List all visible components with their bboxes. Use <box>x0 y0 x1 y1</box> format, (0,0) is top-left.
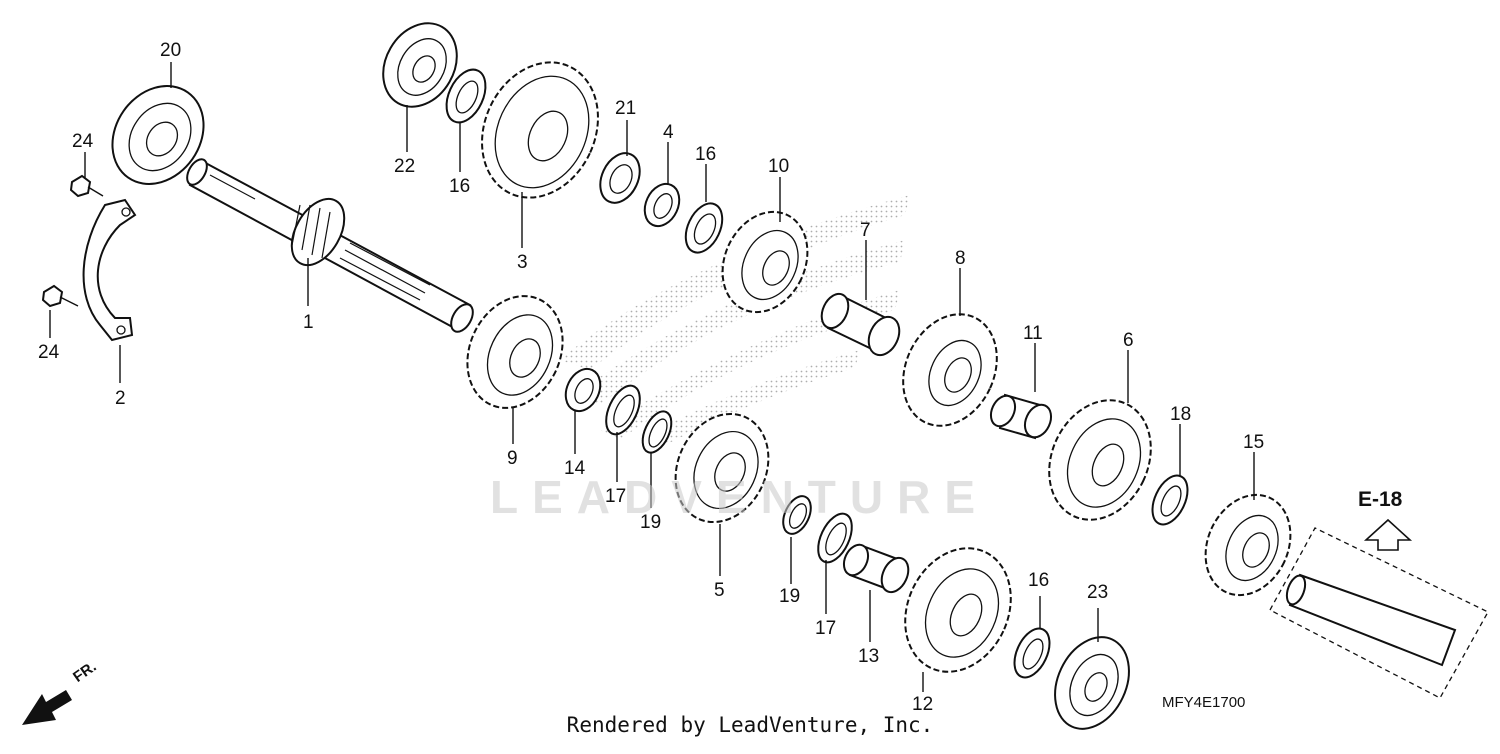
callout-13: 13 <box>858 646 879 667</box>
callout-18: 18 <box>1170 404 1191 425</box>
bearing-23 <box>1054 636 1130 730</box>
footer-credit: Rendered by LeadVenture, Inc. <box>566 713 934 737</box>
section-ref-arrow <box>1363 518 1413 551</box>
bearing-22 <box>382 22 458 108</box>
watermark-text: LEADVENTURE <box>490 471 990 523</box>
bushing-13 <box>842 543 910 594</box>
callout-17-left: 17 <box>605 486 626 507</box>
callout-9: 9 <box>507 448 518 469</box>
washer-18 <box>1151 474 1189 526</box>
gear-8 <box>902 313 998 427</box>
callout-16-top: 16 <box>449 176 470 197</box>
callout-12: 12 <box>912 694 933 715</box>
callout-24-upper: 24 <box>72 131 94 152</box>
bushing-14 <box>564 367 602 413</box>
callout-19-right: 19 <box>779 586 800 607</box>
callout-6: 6 <box>1123 330 1134 351</box>
callout-10: 10 <box>768 156 789 177</box>
gear-3 <box>481 61 599 199</box>
leader-lines <box>49 62 1255 692</box>
callout-1: 1 <box>303 312 314 333</box>
callout-22: 22 <box>394 156 415 177</box>
gear-9 <box>466 295 564 409</box>
gear-6 <box>1048 399 1152 521</box>
callout-2: 2 <box>115 388 126 409</box>
washer-16-bottom <box>1013 627 1051 679</box>
callout-21: 21 <box>615 98 636 119</box>
bolt-24-upper <box>69 174 104 198</box>
callout-23: 23 <box>1087 582 1108 603</box>
callout-16-mid: 16 <box>695 144 716 165</box>
diagram-code: MFY4E1700 <box>1162 694 1246 711</box>
callout-17-right: 17 <box>815 618 836 639</box>
bushing-4 <box>643 182 681 228</box>
callout-14: 14 <box>564 458 586 479</box>
washer-17-right <box>817 512 853 564</box>
washer-16-mid <box>684 202 724 254</box>
needle-bearing-21 <box>599 152 641 204</box>
callout-15: 15 <box>1243 432 1264 453</box>
circlip-19-left <box>641 410 673 454</box>
mainshaft-1 <box>186 158 474 333</box>
callout-3: 3 <box>517 252 528 273</box>
bushing-11 <box>989 393 1053 440</box>
callout-4: 4 <box>663 122 674 143</box>
callout-8: 8 <box>955 248 966 269</box>
circlip-19-right <box>782 495 812 535</box>
callout-20: 20 <box>160 40 181 61</box>
callout-7: 7 <box>860 220 871 241</box>
washer-17-left <box>605 384 641 436</box>
gear-15 <box>1204 493 1292 597</box>
watermark-wing-logo <box>560 195 910 450</box>
section-reference-label: E-18 <box>1358 488 1403 511</box>
callout-5: 5 <box>714 580 725 601</box>
gear-12 <box>904 547 1012 673</box>
washer-16-top <box>445 68 487 124</box>
callout-11: 11 <box>1023 323 1043 344</box>
stopper-plate-2 <box>82 198 137 342</box>
bolt-24-lower <box>41 284 79 308</box>
gear-10 <box>721 210 809 314</box>
callout-16-bottom: 16 <box>1028 570 1049 591</box>
callout-labels: 20 24 24 2 1 22 16 3 21 4 16 10 7 8 11 6… <box>38 40 1264 715</box>
gear-5 <box>674 412 770 524</box>
front-arrow <box>22 690 72 725</box>
needle-bearing-7 <box>820 292 901 357</box>
countershaft-reference <box>1269 527 1489 699</box>
callout-24-lower: 24 <box>38 342 60 363</box>
bearing-20 <box>111 85 205 185</box>
callout-19-left: 19 <box>640 512 661 533</box>
